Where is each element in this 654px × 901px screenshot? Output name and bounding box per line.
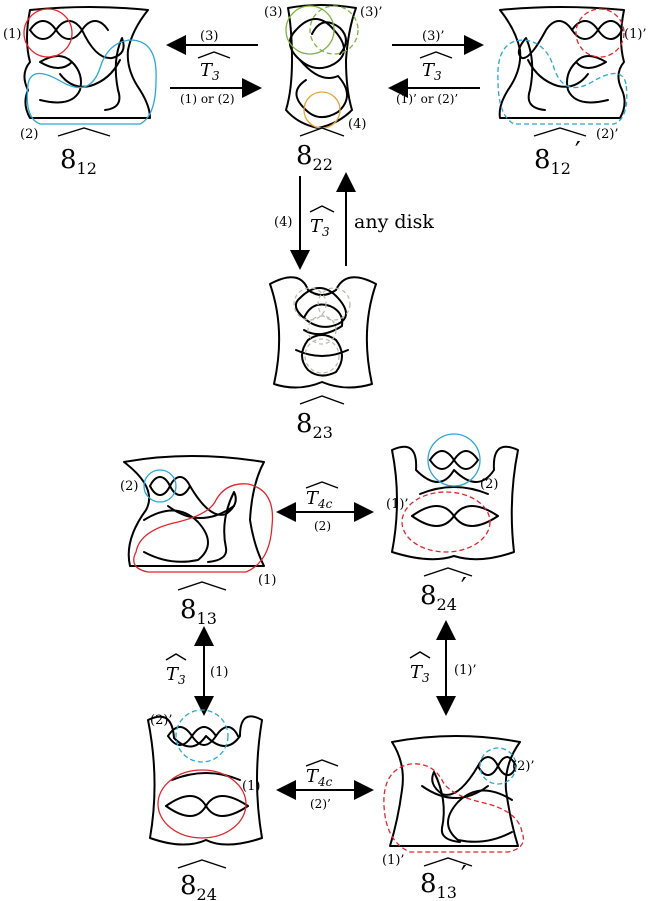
disk-1-red [157,769,247,839]
knot-name: 813 [180,595,217,628]
knot-8-24 [147,715,263,846]
knot-name: 812 [60,145,97,178]
arrow-tc-to-tr: (3)’ T3 (1)’ or (2)’ [388,29,484,106]
label-disk-1-prime: (1)’ [624,27,647,42]
disk-4-orange [303,91,341,129]
hat [423,567,473,577]
disk-2-blue [26,39,157,125]
disk-1-prime-red-dashed [383,763,525,853]
knot-name: 823 [296,409,333,442]
label-disk-3-prime: (3)’ [360,5,383,20]
knot-8-13-prime [389,735,521,847]
label-disk-3: (3) [264,5,282,20]
label-disk-4: (4) [348,117,366,132]
disk-3-prime-green-dashed [309,5,359,55]
knot-8-22 [285,4,357,129]
knot-8-13 [123,455,265,567]
arrow-tc-to-tl: (3) T3 (1) or (2) [166,29,262,106]
hat [309,205,335,213]
arrow-label-right: (1)’ [454,663,477,678]
label-disk-2: (2) [120,479,138,494]
disk-1-red [23,8,73,58]
knot-name: 812′ [534,137,581,178]
arrow-label-bottom: (1) or (2) [180,92,235,106]
arrow-label-left: (4) [274,215,292,230]
arrow-left-vertical: T3 (1) [165,626,228,716]
label-disk-2-prime: (2)’ [596,127,619,142]
label-disk-2: (2) [480,477,498,492]
knot-name: 813′ [420,861,467,901]
arrow-label-right: (1) [210,665,228,680]
disk-1-red [133,483,274,573]
label-disk-1-prime: (1)’ [382,853,405,868]
operation-label: T3 [166,664,186,687]
knot-8-12 [23,6,151,119]
disk-1-prime-red-dashed [575,8,625,58]
disk-2-blue [427,433,481,487]
hat [423,857,473,867]
disk-2-prime-blue-dashed [479,747,517,785]
label-disk-1: (1) [258,573,276,588]
operation-label: T3 [200,60,220,83]
disk-2-blue [143,469,177,503]
disk-2-prime-blue-dashed [175,709,229,763]
knot-8-12-prime [498,6,626,119]
label-disk-2-prime: (2)’ [512,759,535,774]
arrow-label-bottom: (1)’ or (2)’ [396,92,458,106]
label-disk-2: (2) [20,127,38,142]
operation-label: T4c [306,488,333,511]
hat [299,127,345,137]
knot-8-24-prime [391,445,519,561]
hat [409,651,431,659]
disk-2-prime-blue-dashed [497,39,628,125]
arrow-right-vertical: T3 (1)’ [409,620,477,716]
operation-label: T3 [410,662,430,685]
disk-1-prime-red-dashed [401,491,491,553]
label-disk-1: (1) [242,779,260,794]
arrow-label-top: (3)’ [422,29,445,44]
arrow-mid-horizontal: T4c (2) [276,481,374,533]
hat [299,395,345,405]
hat [419,51,453,59]
arrow-bot-horizontal: T4c (2)’ [276,759,374,811]
hat [305,759,339,767]
hat [533,127,587,137]
hat [177,859,227,869]
arrow-label-top: (3) [200,29,218,44]
arrow-vertical-top: (4) T3 any disk [274,172,434,270]
operation-label: T3 [310,216,330,239]
knot-name: 822 [296,141,333,174]
knot-name: 824 [180,871,217,901]
label-disk-1: (1) [3,27,21,42]
hat [197,51,231,59]
operation-label: T3 [422,60,442,83]
arrow-label-right: any disk [354,211,434,233]
label-disk-1-prime: (1)’ [386,497,409,512]
operation-label: T4c [306,766,333,789]
knot-8-23 [269,276,377,389]
hat [165,653,187,661]
hat [305,481,339,489]
arrow-label-bottom: (2)’ [310,797,331,811]
hat [177,581,227,591]
disk-3-green [285,5,335,55]
label-disk-2-prime: (2)’ [150,713,173,728]
hat [57,127,111,137]
dashed-disks-gray [293,287,351,374]
arrow-label-bottom: (2) [314,519,331,533]
knot-name: 824′ [420,573,467,614]
